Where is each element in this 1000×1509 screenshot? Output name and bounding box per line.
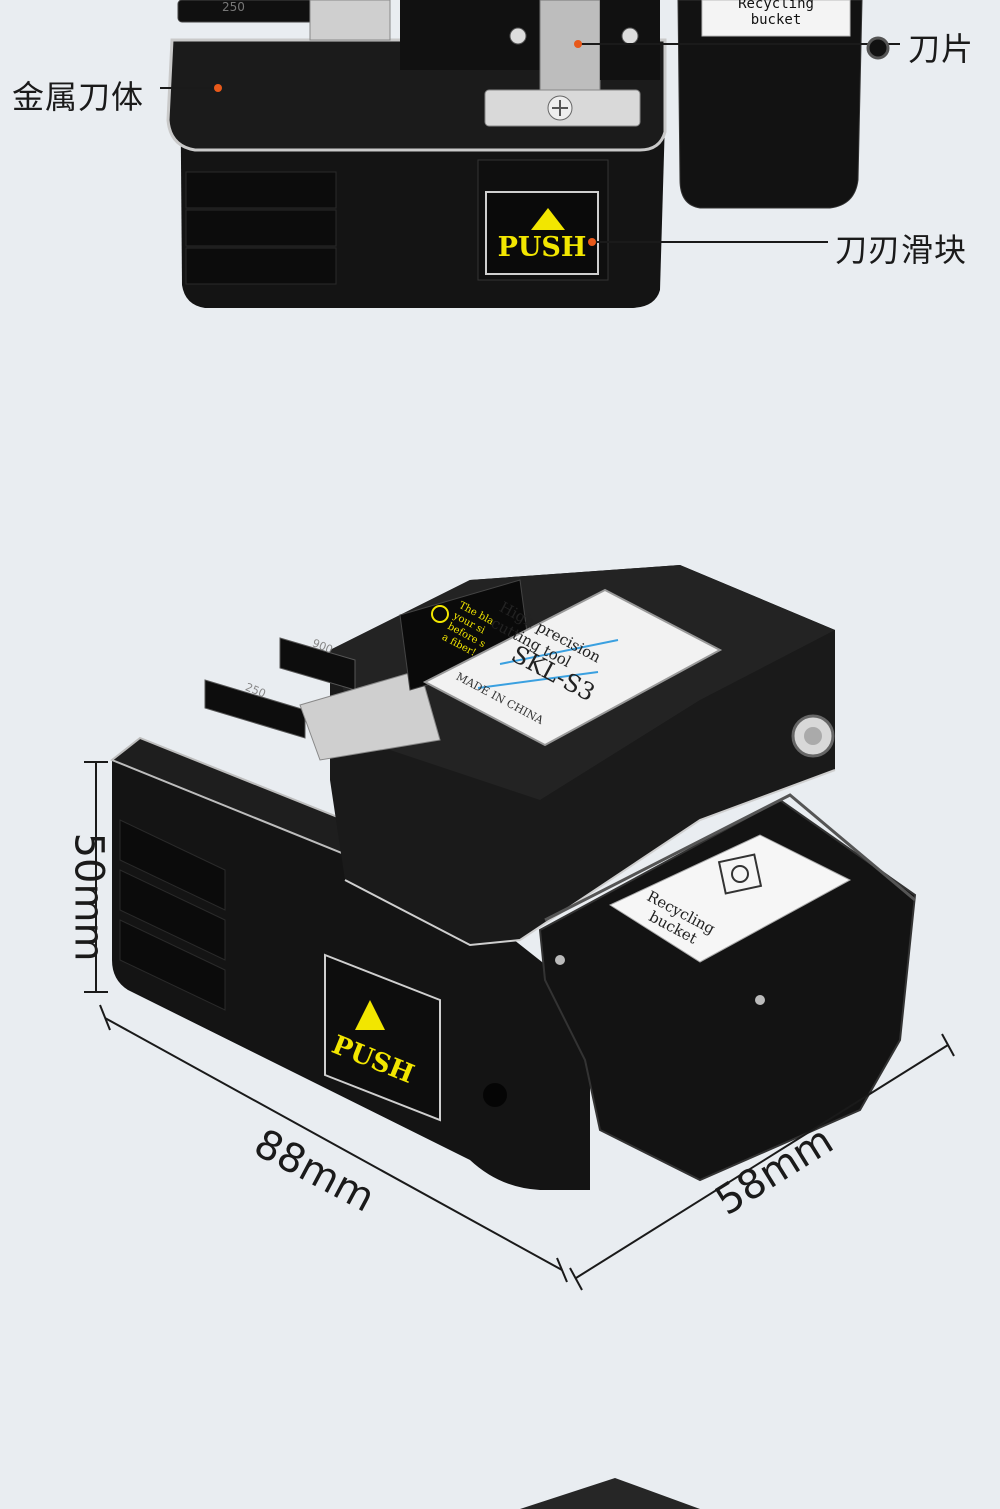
- callout-blade-slider: 刀刃滑块: [835, 231, 968, 269]
- callout-blade: 刀片: [908, 30, 975, 68]
- body-rib: [119, 819, 226, 911]
- bucket-lid-edge: [544, 793, 916, 922]
- push-slider-frame: [324, 953, 441, 1122]
- screw-icon: [509, 27, 527, 45]
- hinge-screw-icon: [555, 955, 565, 965]
- device-top-edge: [344, 769, 836, 947]
- next-device-top: [520, 1478, 700, 1509]
- bucket-label: [701, 0, 851, 37]
- top-device-illustration: [160, 0, 900, 308]
- hinge-screw-icon: [755, 995, 765, 1005]
- dimension-height-label: 50mm: [65, 832, 112, 962]
- hang-ring: [866, 36, 890, 60]
- fiber-clamp-silver: [299, 669, 441, 761]
- up-arrow-icon: [531, 208, 565, 230]
- top-bucket-label: Recycling bucket: [702, 0, 850, 28]
- bucket-label-line2: bucket: [750, 12, 802, 28]
- push-button: [485, 191, 599, 275]
- nameplate: [422, 588, 723, 747]
- body-rib: [119, 919, 226, 1011]
- up-arrow-icon: [355, 1000, 385, 1030]
- top-push-label: PUSH: [497, 232, 587, 263]
- callout-metal-body: 金属刀体: [12, 78, 145, 116]
- dimension-length-line: [99, 1004, 568, 1283]
- recycle-bin-icon: [717, 853, 763, 895]
- body-rib: [185, 209, 337, 247]
- body-rib: [185, 171, 337, 209]
- bucket-label: [608, 834, 852, 963]
- body-rib: [185, 247, 337, 285]
- bucket-label-line1: Recycling: [738, 0, 814, 12]
- warning-icon: [431, 605, 449, 623]
- screw-hole: [483, 1083, 507, 1107]
- dimension-height-line: [84, 761, 108, 993]
- fiber-clamp-silver: [309, 0, 391, 41]
- body-rib: [119, 869, 226, 961]
- recycling-bucket: [677, 0, 863, 209]
- dimension-width-line: [569, 1033, 955, 1291]
- fiber-tray-250: [204, 679, 306, 739]
- tray-number-label: 250: [222, 0, 245, 14]
